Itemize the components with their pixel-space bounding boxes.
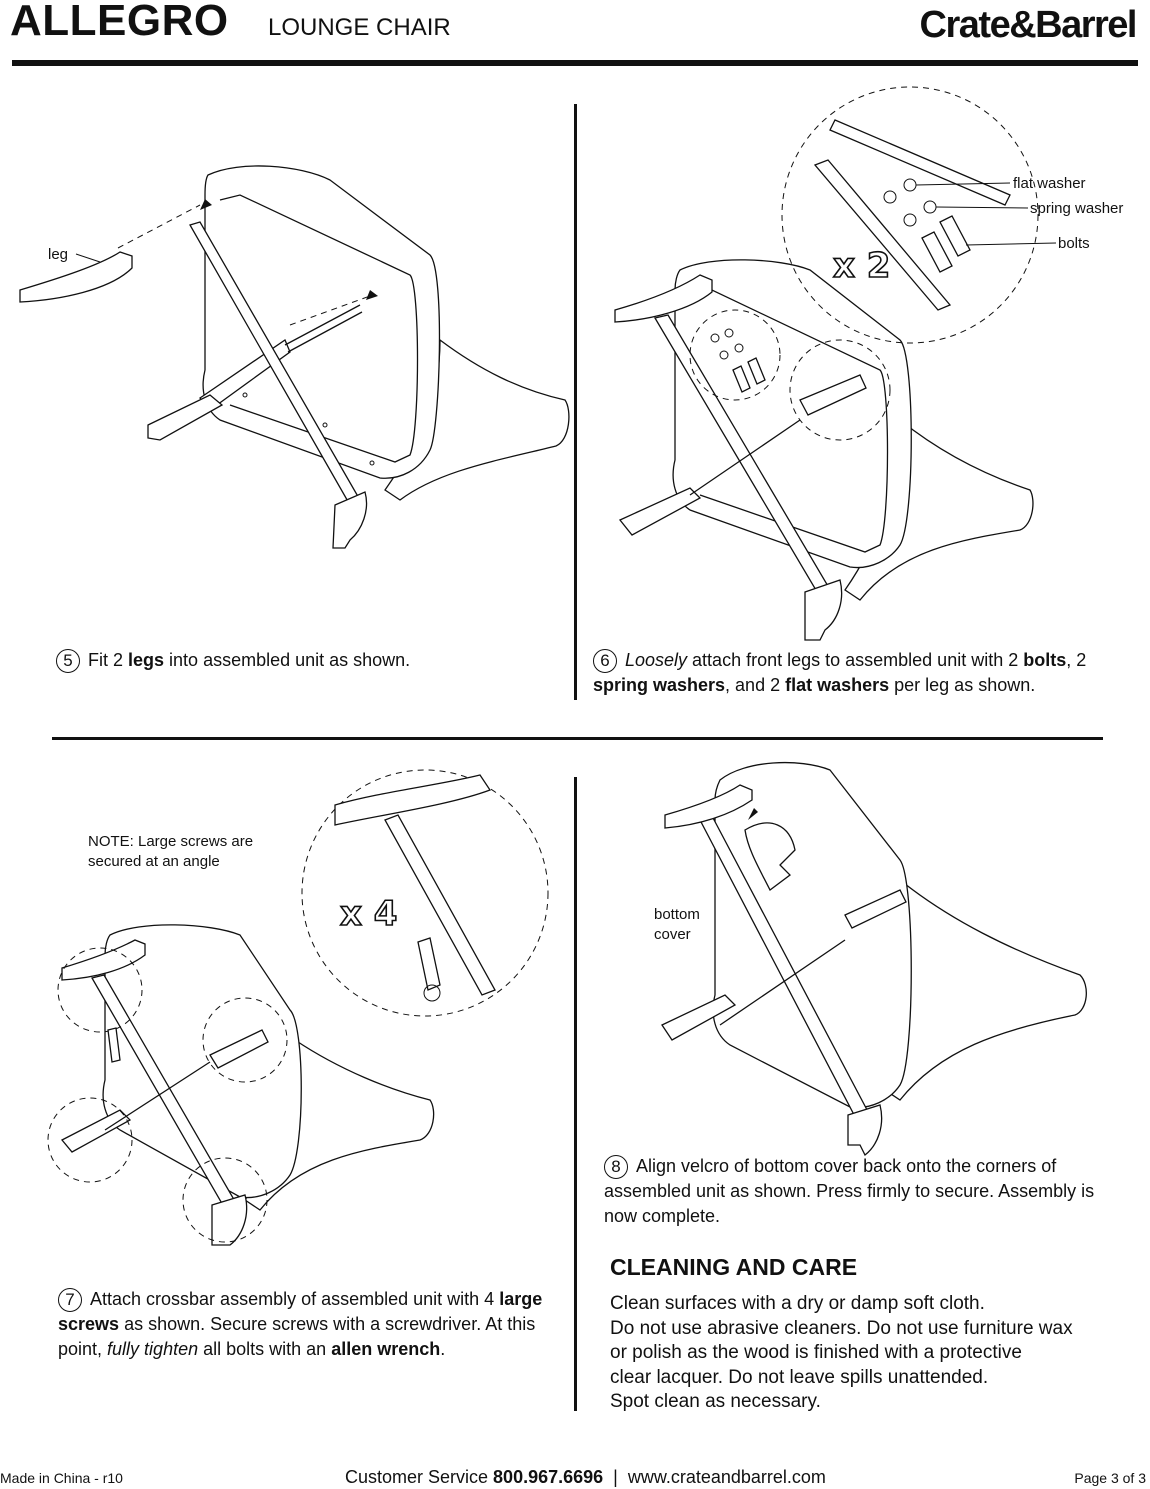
step6-chair-illustration: x 2	[614, 86, 1057, 641]
step5-bold-legs: legs	[128, 650, 165, 670]
step5-number: 5	[56, 649, 80, 674]
header-rule	[12, 60, 1138, 66]
phone-number: 800.967.6696	[493, 1467, 604, 1487]
website-link[interactable]: www.crateandbarrel.com	[627, 1467, 826, 1487]
care-line-1: Clean surfaces with a dry or damp soft c…	[610, 1293, 985, 1314]
customer-service: Customer Service 800.967.6696 | www.crat…	[345, 1467, 826, 1487]
made-in-label: Made in China - r10	[0, 1470, 123, 1486]
callout-flat-washer: flat washer	[1013, 175, 1086, 192]
callout-leg: leg	[48, 246, 69, 263]
care-title: CLEANING AND CARE	[610, 1254, 858, 1280]
brand-logo: Crate&Barrel	[919, 4, 1138, 46]
care-line-4: clear lacquer. Do not leave spills unatt…	[610, 1366, 989, 1388]
divider-horizontal	[52, 737, 1103, 740]
callout-bottom-cover-line2: cover	[654, 926, 691, 943]
callout-bottom-cover-line1: bottom	[654, 906, 700, 923]
step7-note: NOTE: Large screws are secured at an ang…	[88, 832, 253, 872]
divider-vertical-top	[574, 104, 577, 700]
step5-chair-illustration	[19, 165, 570, 549]
product-type: LOUNGE CHAIR	[268, 14, 451, 41]
care-text: Clean surfaces with a dry or damp soft c…	[610, 1292, 1130, 1415]
note-line-2: secured at an angle	[88, 853, 220, 870]
page-number: Page 3 of 3	[1074, 1470, 1146, 1486]
step7-chair-illustration: x 4	[47, 769, 549, 1246]
care-line-3: or polish as the wood is finished with a…	[610, 1342, 1022, 1363]
product-name: ALLEGRO	[10, 0, 229, 45]
step6-number: 6	[593, 649, 617, 674]
step8-chair-illustration	[661, 762, 1087, 1156]
step7-number: 7	[58, 1288, 82, 1313]
care-line-5: Spot clean as necessary.	[610, 1391, 821, 1412]
step6-multiplier: x 2	[833, 246, 890, 286]
callout-bolts: bolts	[1058, 235, 1090, 252]
step8-number: 8	[604, 1155, 628, 1180]
callout-spring-washer: spring washer	[1030, 200, 1124, 217]
care-line-2: Do not use abrasive cleaners. Do not use…	[610, 1317, 1073, 1339]
divider-vertical-bottom	[574, 777, 577, 1411]
callout-bottom-cover: bottom cover	[654, 905, 700, 945]
note-line-1: NOTE: Large screws are	[88, 833, 254, 850]
step7-multiplier: x 4	[340, 894, 397, 934]
